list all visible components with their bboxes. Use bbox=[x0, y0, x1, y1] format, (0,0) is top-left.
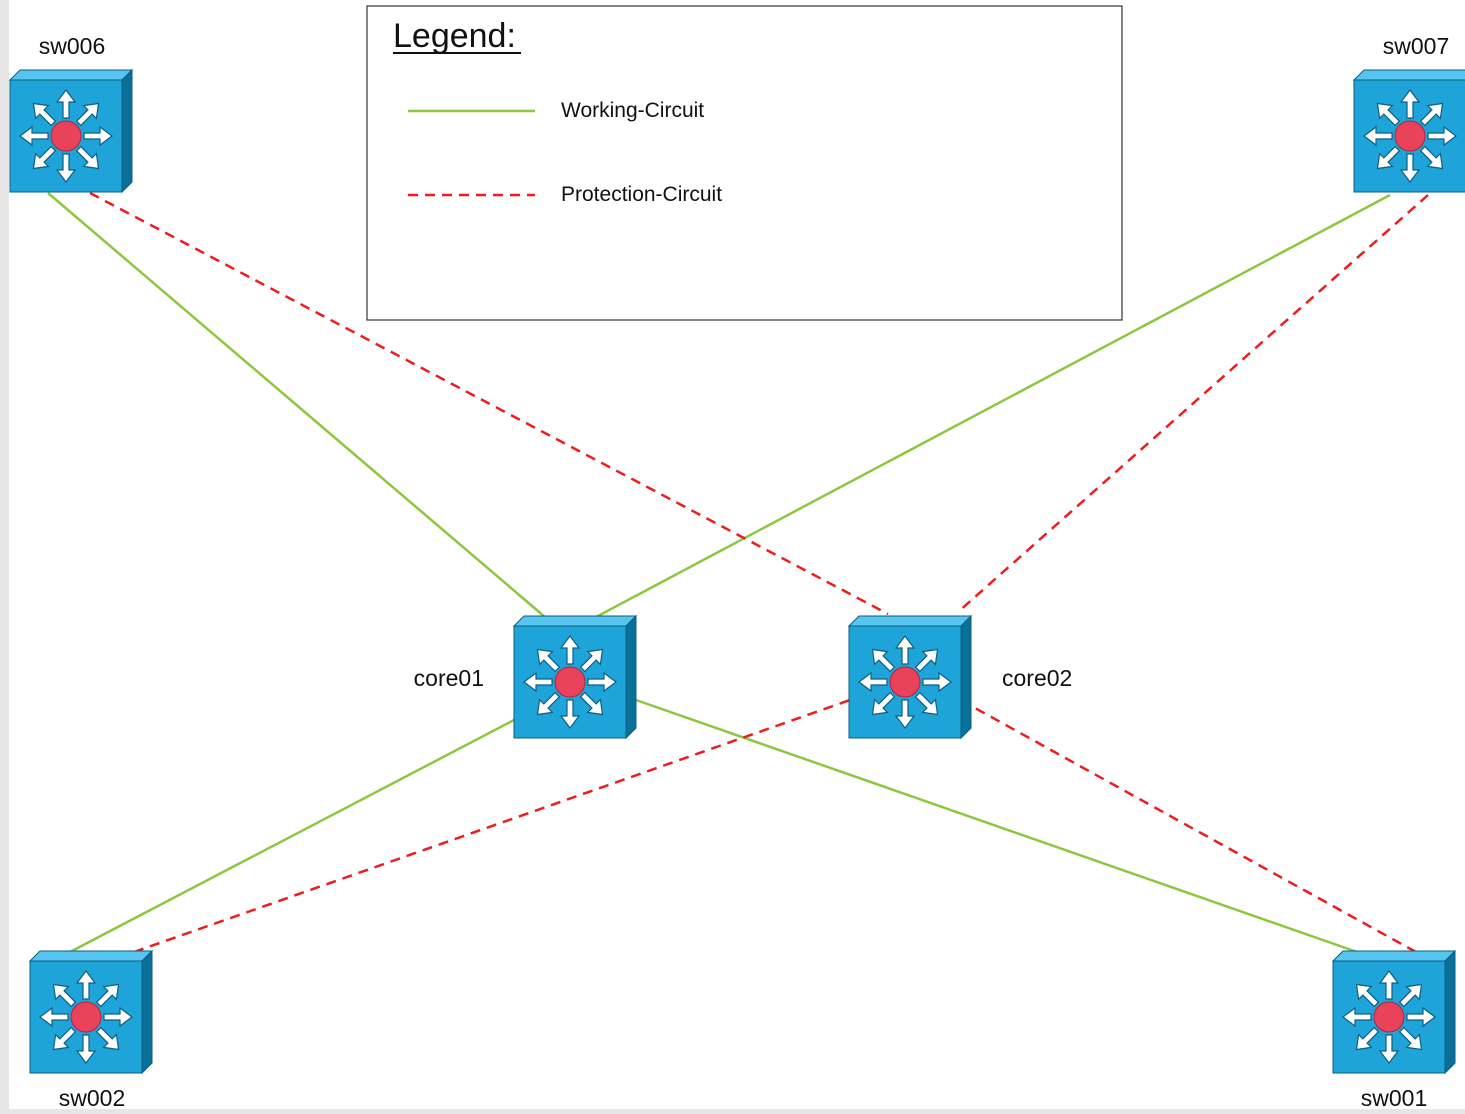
working-link-sw006-core01 bbox=[47, 192, 546, 618]
working-link-sw001-core01 bbox=[635, 698, 1361, 955]
protection-link-sw002-core02 bbox=[133, 698, 851, 954]
layer3-switch-icon bbox=[10, 70, 132, 192]
node-sw001[interactable]: sw001 bbox=[1333, 951, 1455, 1111]
working-link-sw002-core01 bbox=[69, 718, 515, 954]
node-label-sw002: sw002 bbox=[59, 1085, 125, 1109]
node-core01[interactable]: core01 bbox=[414, 616, 636, 738]
node-label-sw007: sw007 bbox=[1383, 33, 1449, 59]
legend-title: Legend: bbox=[393, 17, 516, 55]
node-label-sw006: sw006 bbox=[39, 33, 105, 59]
legend-working-label: Working-Circuit bbox=[561, 99, 704, 122]
node-label-core02: core02 bbox=[1002, 665, 1072, 691]
nodes-layer: sw006 sw007 core01 core02 sw002 sw001 bbox=[10, 33, 1465, 1111]
node-core02[interactable]: core02 bbox=[849, 616, 1072, 738]
layer3-switch-icon bbox=[30, 951, 152, 1073]
legend-box bbox=[366, 5, 1123, 321]
links-layer bbox=[47, 191, 1429, 955]
layer3-switch-icon bbox=[1333, 951, 1455, 1073]
layer3-switch-icon bbox=[1354, 70, 1465, 192]
layer3-switch-icon bbox=[514, 616, 636, 738]
node-sw006[interactable]: sw006 bbox=[10, 33, 132, 192]
working-link-sw007-core01 bbox=[595, 193, 1391, 619]
legend: Legend: Working-Circuit Protection-Circu… bbox=[366, 5, 1123, 321]
legend-protection-label: Protection-Circuit bbox=[561, 183, 722, 206]
node-sw007[interactable]: sw007 bbox=[1354, 33, 1465, 192]
protection-link-sw006-core02 bbox=[89, 191, 889, 616]
layer3-switch-icon bbox=[849, 616, 971, 738]
node-label-core01: core01 bbox=[414, 665, 484, 691]
node-sw002[interactable]: sw002 bbox=[30, 951, 152, 1111]
node-label-sw001: sw001 bbox=[1361, 1085, 1427, 1109]
protection-link-sw007-core02 bbox=[957, 194, 1429, 613]
